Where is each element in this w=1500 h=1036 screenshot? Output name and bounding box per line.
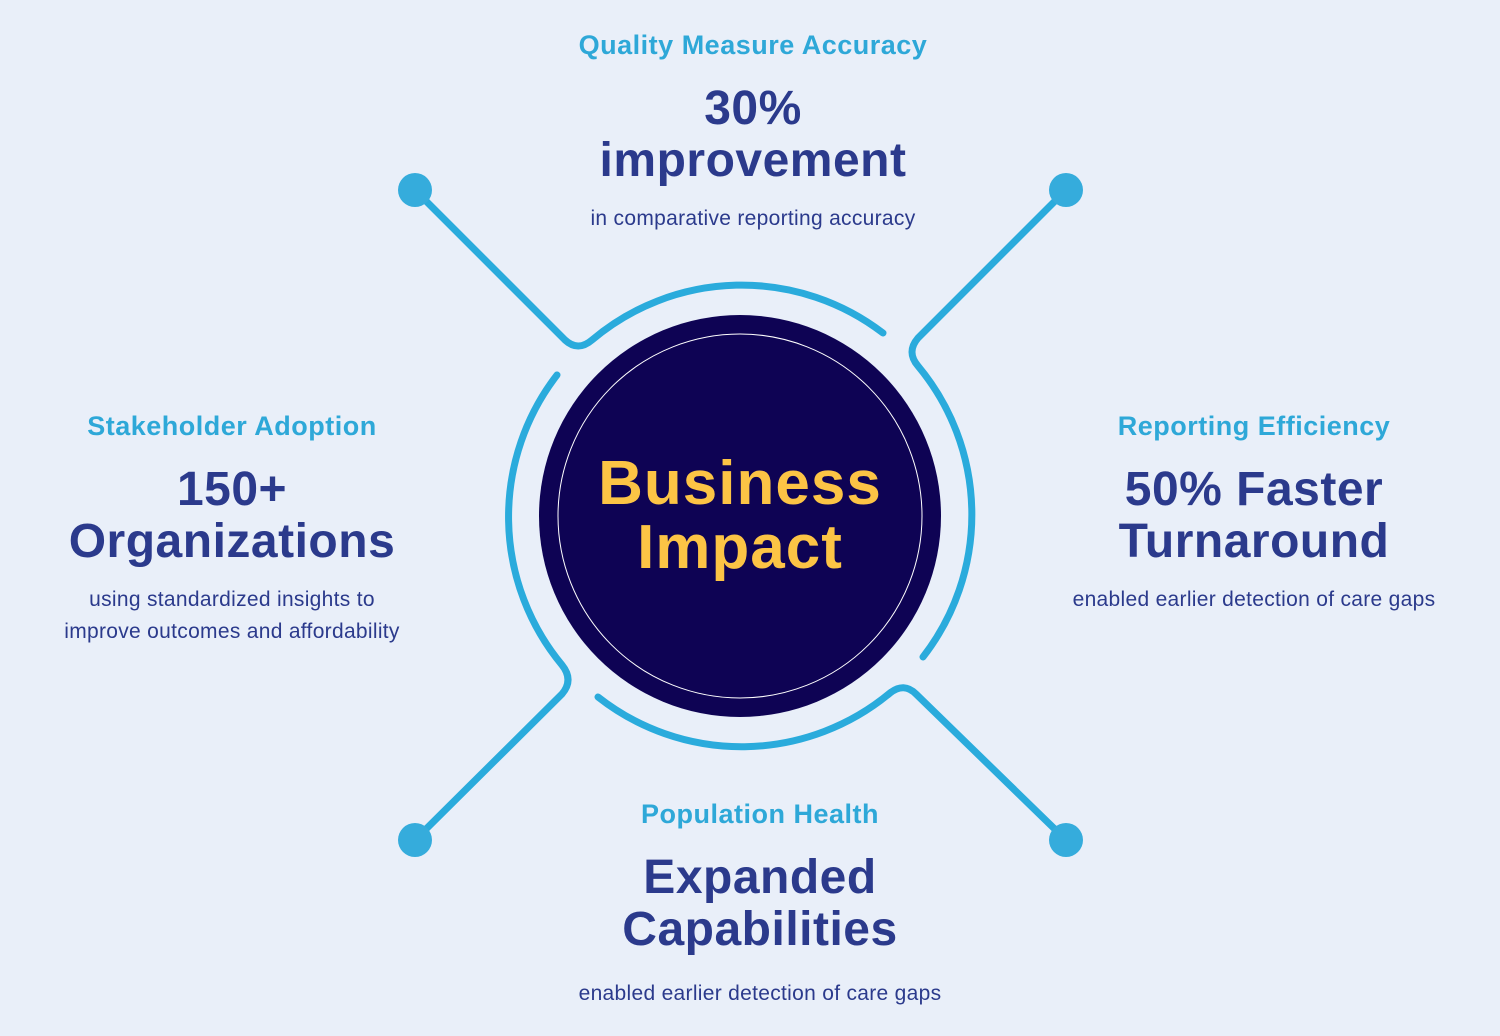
- metric-value-line2: Turnaround: [1118, 515, 1390, 568]
- metric-value-line1: 50% Faster: [1124, 463, 1384, 516]
- metric-value-line1: Expanded: [643, 851, 877, 904]
- metric-value: 50% Faster Turnaround: [1004, 464, 1500, 568]
- core-title-line1: Business: [598, 449, 882, 518]
- metric-population-health: Population Health Expanded Capabilities …: [460, 799, 1060, 1010]
- metric-desc: in comparative reporting accuracy: [590, 207, 916, 230]
- metric-desc-line2: improve outcomes and affordability: [64, 620, 400, 643]
- metric-value-line2: improvement: [599, 134, 907, 187]
- metric-label: Stakeholder Adoption: [87, 411, 377, 441]
- core-title-line2: Impact: [637, 513, 843, 582]
- metric-reporting-efficiency: Reporting Efficiency 50% Faster Turnarou…: [1004, 411, 1500, 616]
- metric-value: Expanded Capabilities: [460, 852, 1060, 956]
- metric-desc: enabled earlier detection of care gaps: [578, 982, 942, 1005]
- node-dot-top-left: [398, 173, 432, 207]
- metric-label: Reporting Efficiency: [1117, 411, 1391, 441]
- core-title: Business Impact: [540, 416, 940, 616]
- node-dot-bottom-right: [1049, 823, 1083, 857]
- connector-bottom-left: [411, 371, 572, 844]
- core-circle: [539, 315, 941, 717]
- metric-value-line1: 150+: [176, 463, 288, 516]
- metric-value-line2: Organizations: [68, 515, 396, 568]
- metric-desc: using standardized insights to improve o…: [0, 584, 464, 648]
- connector-top-left: [411, 186, 887, 350]
- connector-bottom-right: [594, 684, 1070, 844]
- metric-label: Quality Measure Accuracy: [578, 30, 928, 60]
- metric-value: 30% improvement: [453, 83, 1053, 187]
- metric-desc-line1: using standardized insights to: [89, 588, 375, 611]
- metric-stakeholder-adoption: Stakeholder Adoption 150+ Organizations …: [0, 411, 464, 648]
- core-inner-ring: [557, 333, 923, 699]
- metric-value: 150+ Organizations: [0, 464, 464, 568]
- metric-desc: enabled earlier detection of care gaps: [1072, 588, 1436, 611]
- metric-value-line1: 30%: [704, 82, 802, 135]
- connector-top-right: [908, 186, 1070, 661]
- metric-value-line2: Capabilities: [622, 903, 898, 956]
- metric-label: Population Health: [641, 799, 879, 829]
- metric-quality-measure-accuracy: Quality Measure Accuracy 30% improvement…: [453, 30, 1053, 235]
- node-dot-top-right: [1049, 173, 1083, 207]
- node-dot-bottom-left: [398, 823, 432, 857]
